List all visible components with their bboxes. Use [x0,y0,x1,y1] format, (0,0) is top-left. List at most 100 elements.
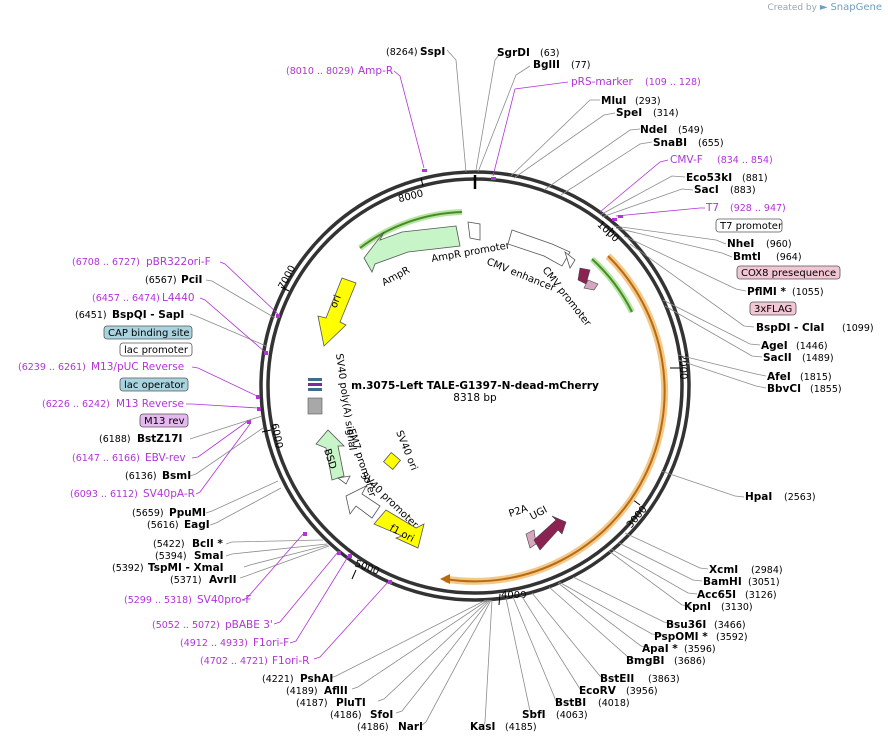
primer-position: (4912 .. 4933) [180,638,248,649]
site-name: PspOMI * [654,631,708,643]
box-label-cox8-presequence: COX8 presequence [741,268,836,279]
f1-ori-arrow [373,509,425,549]
primer-labels: (8010 .. 8029) Amp-R pRS-marker (109 .. … [18,65,786,667]
site-name: BbvCI [767,383,801,395]
leader-line [483,599,493,726]
site-name: PciI [181,274,202,286]
primer-leader-line [199,297,266,353]
tick-label: 2000 [677,354,689,380]
leader-line [543,128,641,191]
tick-mark [351,569,357,580]
leader-line [660,470,745,498]
primer-leader-line [289,554,350,644]
site-leaders [189,49,767,726]
leader-line [189,415,263,440]
site-name: SbfI [522,709,546,721]
cmv-enhancer-arrow [507,229,571,267]
leader-line [572,576,675,625]
primer-mark [303,532,307,536]
site-position: (3466) [714,620,746,631]
site-name: BsmI [162,470,191,482]
feature-label-ori: ori [329,294,344,310]
site-position: (6188) [99,434,131,445]
site-name: XcmI [709,564,738,576]
primer-name: Amp-R [358,65,393,77]
sv40-ori-feature [382,451,402,471]
site-position: (6136) [125,471,157,482]
leader-line [225,539,324,545]
tick-label: 5000 [353,558,381,577]
lac-feature-bar [308,388,322,391]
site-name: PshAI [300,673,333,685]
primer-position: (6093 .. 6112) [70,489,138,500]
primer-name: SV40pA-R [143,488,195,500]
leader-line [510,99,600,177]
ori-arrow [317,277,357,347]
site-name: BstZ17I [137,433,182,445]
site-name: AvrII [209,574,237,586]
ampr-arrow [363,225,461,273]
site-position: (1855) [810,384,842,395]
snapgene-branding: Created by ► SnapGene [767,2,882,13]
primer-name: F1ori-R [272,655,309,667]
tick-label: 1000 [595,219,621,244]
tick-label: 6000 [268,422,284,449]
box-t7-promoter [715,218,783,233]
feature-label-ugi: UGI [528,504,549,522]
site-position: (2984) [751,565,783,576]
leader-line [512,596,562,705]
tick-label: 7000 [277,264,299,292]
tick-mark [420,177,424,187]
site-position: (960) [766,239,792,250]
cds-arc-arrowhead [440,574,450,584]
site-position: (3051) [748,577,780,588]
site-position: (3126) [745,590,777,601]
site-position: (5371) [170,575,202,586]
primer-mark [247,420,251,424]
tick-mark [605,227,614,237]
primer-mark [618,215,623,218]
site-name: BglII [533,59,560,71]
lac-feature-bar [308,383,322,386]
sv40-promoter-arrow [345,485,381,519]
primer-marks [247,169,623,584]
box-lac-operator [119,377,189,392]
leader-line [446,49,467,173]
site-name: TspMI - XmaI [148,562,224,574]
leader-line [548,586,637,660]
primer-leader-line [191,366,258,397]
tick-mark [498,593,501,606]
leader-line [243,544,329,568]
primer-name: M13 Reverse [116,398,184,410]
site-position: (1446) [796,341,828,352]
site-name: SfoI [370,709,393,721]
site-name: AgeI [761,340,788,352]
site-position: (3956) [626,686,658,697]
boxed-labels: T7 promoter COX8 presequence 3xFLAG CAP … [103,218,841,428]
site-position: (4221) [262,674,294,685]
primer-name: L4440 [162,292,195,304]
box-label-m13-rev: M13 rev [144,416,185,427]
site-position: (964) [776,252,802,263]
primer-position: (8010 .. 8029) [286,66,354,77]
flag-feature [583,279,599,291]
created-by-text: Created by [767,3,817,13]
primer-mark [256,395,260,399]
leader-line [421,599,492,726]
leader-line [557,582,651,649]
site-position: (1815) [800,372,832,383]
site-name: SgrDI [497,47,530,59]
leader-line [209,487,282,526]
primer-position: (109 .. 128) [645,77,701,88]
site-name: SacI [694,184,719,196]
primer-leader-line [393,70,425,169]
primer-position: (4702 .. 4721) [200,656,268,667]
site-position: (8264) [386,47,418,58]
leader-line [677,354,767,377]
leader-line [608,550,692,607]
box-lac-promoter [119,342,193,357]
site-position: (4185) [505,722,537,733]
site-name: EagI [184,519,210,531]
box-m13-rev [139,413,189,428]
